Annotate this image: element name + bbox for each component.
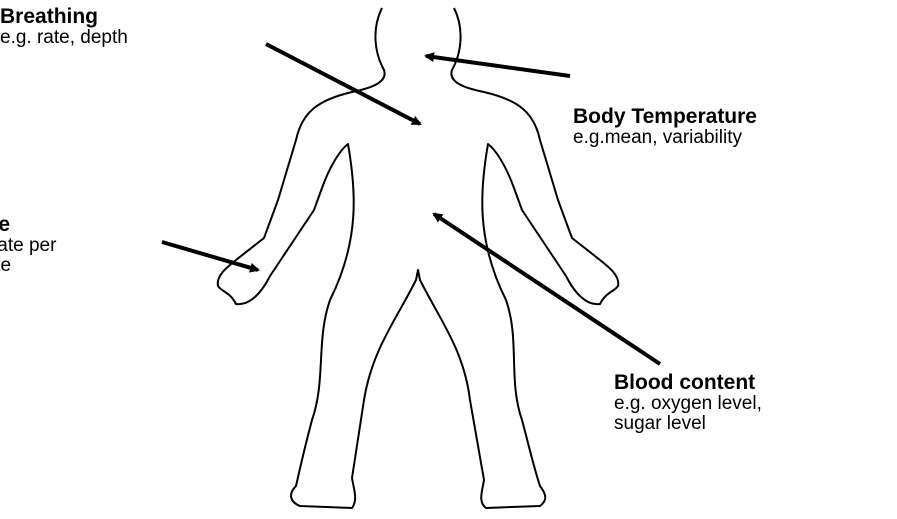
pulse-label: Pulse e.g. rate per minute: [0, 214, 140, 276]
body-temperature-desc: e.g.mean, variability: [573, 128, 757, 148]
temperature-arrow: [426, 56, 570, 76]
blood-content-desc-line-2: sugar level: [614, 414, 762, 434]
pulse-desc-line-2: minute: [0, 256, 140, 276]
blood-arrow: [434, 214, 660, 364]
body-temperature-label: Body Temperature e.g.mean, variability: [573, 106, 757, 148]
pulse-title: Pulse: [0, 214, 140, 236]
breathing-desc: e.g. rate, depth: [0, 28, 128, 48]
body-temperature-title: Body Temperature: [573, 106, 757, 128]
blood-content-label: Blood content e.g. oxygen level, sugar l…: [614, 372, 762, 434]
breathing-arrow: [266, 44, 420, 124]
pulse-arrow: [162, 242, 258, 270]
breathing-label: Breathing e.g. rate, depth: [0, 6, 128, 48]
pulse-desc-line-1: e.g. rate per: [0, 236, 140, 256]
human-body-outline: [218, 8, 619, 508]
blood-content-desc-line-1: e.g. oxygen level,: [614, 394, 762, 414]
breathing-title: Breathing: [0, 6, 128, 28]
blood-content-title: Blood content: [614, 372, 762, 394]
